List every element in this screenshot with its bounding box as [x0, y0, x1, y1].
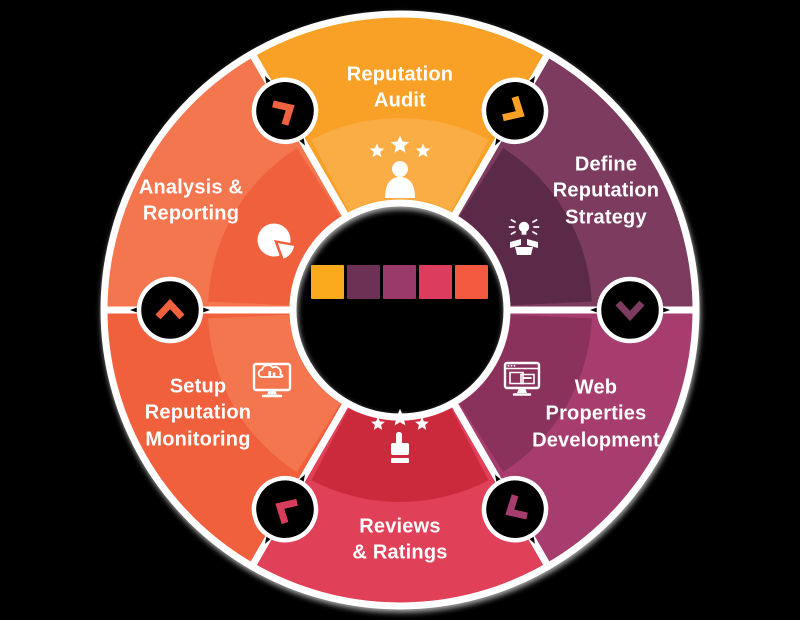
legend-swatch — [419, 265, 452, 299]
connector-analysis-to-audit — [251, 76, 319, 146]
pie-chart-icon — [257, 223, 295, 259]
legend-swatch — [311, 265, 344, 299]
inner-band-reviews-ratings — [311, 408, 489, 502]
chevron-clockwise-icon — [615, 300, 645, 322]
chevron-clockwise-icon — [155, 298, 185, 320]
chevron-clockwise-icon — [272, 100, 295, 126]
connector-circle — [481, 77, 549, 145]
connector-setup-to-analysis — [130, 276, 210, 344]
connector-strategy-to-web — [590, 276, 670, 344]
idea-person-icon — [510, 220, 539, 255]
connector-audit-to-strategy — [481, 76, 549, 146]
browser-monitor-icon — [505, 363, 539, 395]
person-stars-icon — [369, 135, 431, 198]
chevron-clockwise-icon — [502, 95, 525, 122]
chevron-clockwise-icon — [505, 494, 528, 520]
legend-swatch — [455, 265, 488, 299]
chevron-clockwise-icon — [275, 498, 298, 525]
connector-circle — [136, 276, 204, 344]
legend-swatch — [383, 265, 416, 299]
connector-circle — [481, 475, 549, 543]
connector-circle — [596, 276, 664, 344]
legend-swatch — [347, 265, 380, 299]
connector-circle — [251, 475, 319, 543]
connector-web-to-reviews — [481, 474, 549, 544]
connector-circle — [251, 77, 319, 145]
connector-reviews-to-setup — [251, 474, 319, 544]
cloud-monitor-icon — [254, 364, 290, 396]
thumb-stars-icon — [371, 408, 429, 463]
center-color-legend — [311, 265, 488, 299]
